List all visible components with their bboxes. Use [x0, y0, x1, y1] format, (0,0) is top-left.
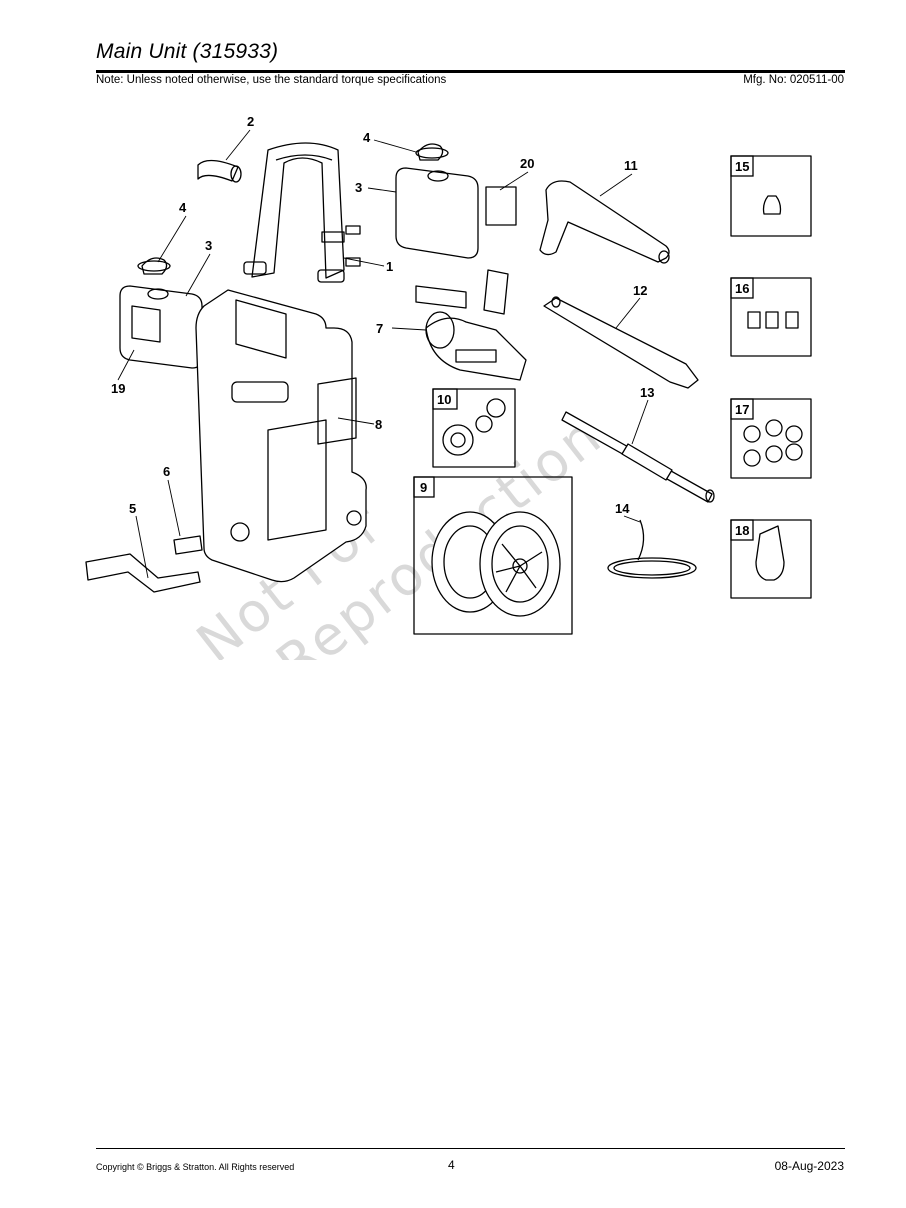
box-10 — [432, 388, 516, 468]
box-label-16: 16 — [735, 281, 749, 296]
page-title: Main Unit (315933) — [96, 40, 279, 63]
torque-note: Note: Unless noted otherwise, use the st… — [96, 74, 447, 86]
part-8-main-body — [195, 289, 367, 583]
leader-lines — [117, 129, 649, 579]
mfg-number: Mfg. No: 020511-00 — [743, 74, 844, 86]
box-label-9: 9 — [420, 480, 427, 495]
part-14-hose — [607, 519, 697, 579]
callout-20: 20 — [520, 156, 534, 171]
box-label-10: 10 — [437, 392, 451, 407]
box-16 — [730, 277, 812, 357]
callout-3: 3 — [355, 180, 362, 195]
box-9 — [413, 476, 573, 635]
box-label-15: 15 — [735, 159, 749, 174]
callout-4-left: 4 — [179, 200, 187, 215]
callout-3-left: 3 — [205, 238, 212, 253]
callout-6: 6 — [163, 464, 170, 479]
part-2-grip — [197, 159, 242, 183]
part-9-wheels — [431, 511, 561, 617]
box-18 — [730, 519, 812, 599]
box-label-17: 17 — [735, 402, 749, 417]
part-13-wand — [561, 411, 715, 503]
part-10-connector — [442, 398, 506, 456]
callout-2: 2 — [247, 114, 254, 129]
callout-1: 1 — [386, 259, 393, 274]
callout-8: 8 — [375, 417, 382, 432]
footer-rule — [96, 1148, 845, 1149]
box-label-18: 18 — [735, 523, 749, 538]
callout-4: 4 — [363, 130, 371, 145]
part-3-tank-top — [395, 167, 479, 259]
callout-11: 11 — [624, 158, 638, 173]
callout-7: 7 — [376, 321, 383, 336]
part-1-handle — [243, 142, 361, 283]
callout-5: 5 — [129, 501, 136, 516]
callout-12: 12 — [633, 283, 647, 298]
part-6-nozzle — [173, 535, 203, 555]
part-5-clip — [85, 553, 201, 593]
part-3-tank-left — [119, 285, 203, 369]
copyright: Copyright © Briggs & Stratton. All Right… — [96, 1162, 295, 1172]
box-15 — [730, 155, 812, 237]
header-rule — [96, 70, 845, 73]
part-4-cap-top — [415, 143, 449, 161]
callout-14: 14 — [615, 501, 630, 516]
callout-13: 13 — [640, 385, 654, 400]
part-20-label — [485, 186, 517, 226]
page-number: 4 — [448, 1158, 455, 1172]
part-12-lance — [543, 296, 699, 389]
part-7-inlet-assembly — [415, 269, 527, 381]
callout-19: 19 — [111, 381, 125, 396]
box-17 — [730, 398, 812, 479]
part-4-cap-left — [137, 257, 171, 275]
footer-date: 08-Aug-2023 — [774, 1159, 844, 1173]
exploded-parts-diagram: Not For Reproduction — [85, 114, 812, 660]
part-11-spray-gun — [539, 180, 670, 264]
